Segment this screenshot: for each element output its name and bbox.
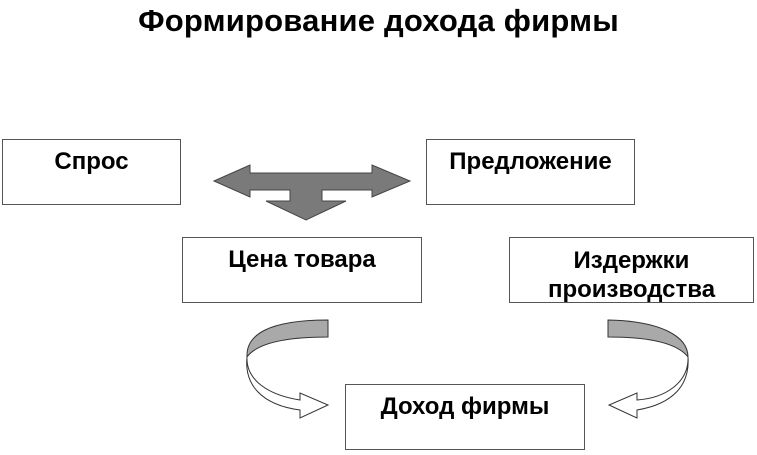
costs-to-income-curved-arrow: [607, 319, 689, 419]
node-demand-label: Спрос: [54, 148, 129, 175]
node-income: Доход фирмы: [345, 384, 585, 450]
node-supply: Предложение: [426, 139, 635, 205]
node-demand: Спрос: [2, 139, 181, 205]
node-income-label: Доход фирмы: [380, 393, 550, 420]
diagram-title: Формирование дохода фирмы: [138, 3, 619, 38]
price-to-income-curved-arrow: [246, 319, 330, 419]
node-costs: Издержки производства: [509, 237, 754, 303]
demand-supply-bidirectional-arrow: [212, 164, 412, 221]
node-price: Цена товара: [182, 237, 422, 303]
node-costs-label-line1: Издержки: [573, 247, 690, 274]
node-supply-label: Предложение: [449, 148, 612, 175]
node-price-label: Цена товара: [228, 246, 376, 273]
node-costs-label-line2: производства: [547, 276, 716, 303]
